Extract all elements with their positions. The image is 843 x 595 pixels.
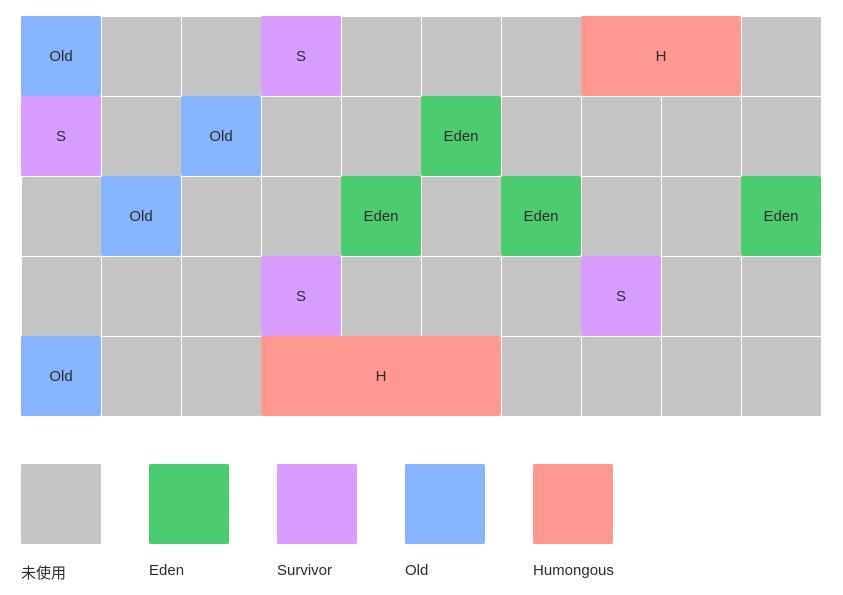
legend-label: Survivor — [277, 562, 333, 579]
unused-region-cell — [181, 16, 261, 96]
unused-region-cell — [181, 256, 261, 336]
unused-region-cell — [341, 256, 421, 336]
unused-region-cell — [501, 16, 581, 96]
survivor-region: S — [581, 256, 661, 336]
eden-region: Eden — [341, 176, 421, 256]
humongous-region: H — [261, 336, 501, 416]
old-region: Old — [101, 176, 181, 256]
legend-label: Eden — [149, 562, 185, 579]
unused-region-cell — [581, 336, 661, 416]
old-region: Old — [181, 96, 261, 176]
survivor-region: S — [261, 16, 341, 96]
legend-swatch-humongous — [533, 464, 613, 544]
unused-region-cell — [421, 16, 501, 96]
unused-region-cell — [261, 96, 341, 176]
legend-item-eden: Eden — [149, 464, 259, 584]
survivor-region: S — [261, 256, 341, 336]
humongous-region: H — [581, 16, 741, 96]
unused-region-cell — [341, 16, 421, 96]
eden-region: Eden — [421, 96, 501, 176]
unused-region-cell — [581, 96, 661, 176]
unused-region-cell — [661, 96, 741, 176]
legend-swatch-survivor — [277, 464, 357, 544]
survivor-region: S — [21, 96, 101, 176]
legend-label: 未使用 — [21, 565, 67, 582]
unused-region-cell — [501, 256, 581, 336]
legend-item-survivor: Survivor — [277, 464, 387, 584]
legend-item-old: Old — [405, 464, 515, 584]
unused-region-cell — [101, 336, 181, 416]
legend-label: Humongous — [533, 562, 614, 579]
unused-region-cell — [21, 256, 101, 336]
unused-region-cell — [181, 336, 261, 416]
eden-region: Eden — [501, 176, 581, 256]
unused-region-cell — [581, 176, 661, 256]
unused-region-cell — [181, 176, 261, 256]
legend-swatch-old — [405, 464, 485, 544]
unused-region-cell — [421, 176, 501, 256]
legend-swatch-unused — [21, 464, 101, 544]
legend-swatch-eden — [149, 464, 229, 544]
legend-label: Old — [405, 562, 429, 579]
unused-region-cell — [261, 176, 341, 256]
unused-region-cell — [661, 336, 741, 416]
unused-region-cell — [661, 256, 741, 336]
unused-region-cell — [341, 96, 421, 176]
unused-region-cell — [741, 256, 821, 336]
unused-region-cell — [741, 336, 821, 416]
unused-region-cell — [741, 96, 821, 176]
unused-region-cell — [421, 256, 501, 336]
old-region: Old — [21, 336, 101, 416]
unused-region-cell — [21, 176, 101, 256]
unused-region-cell — [101, 16, 181, 96]
unused-region-cell — [101, 96, 181, 176]
unused-region-cell — [501, 96, 581, 176]
legend-item-unused: 未使用 — [21, 464, 131, 584]
old-region: Old — [21, 16, 101, 96]
unused-region-cell — [741, 16, 821, 96]
unused-region-cell — [101, 256, 181, 336]
eden-region: Eden — [741, 176, 821, 256]
unused-region-cell — [661, 176, 741, 256]
unused-region-cell — [501, 336, 581, 416]
legend: 未使用 Eden Survivor Old Humongous — [21, 464, 781, 584]
legend-item-humongous: Humongous — [533, 464, 643, 584]
